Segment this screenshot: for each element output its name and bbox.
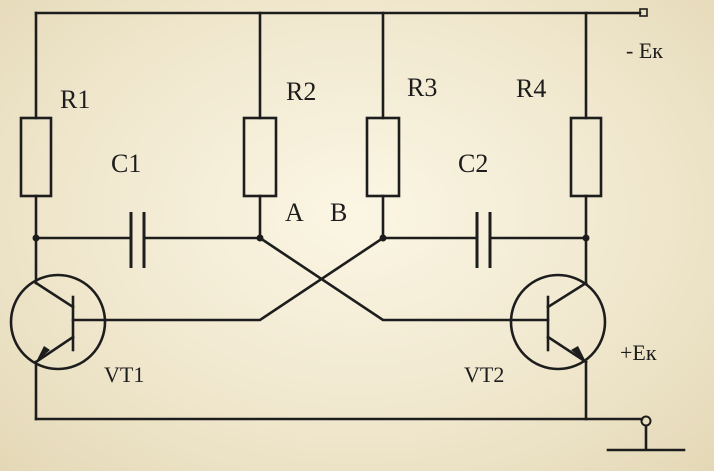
resistor-r1 bbox=[19, 116, 53, 198]
label-node-b: B bbox=[330, 198, 347, 227]
cross-coupling-wires bbox=[71, 236, 550, 322]
terminal-icon bbox=[639, 8, 648, 17]
label-node-a: A bbox=[285, 198, 304, 227]
resistor-leads-bottom bbox=[34, 194, 588, 240]
label-r2: R2 bbox=[286, 77, 316, 106]
resistor-r4 bbox=[569, 116, 603, 198]
label-c1: C1 bbox=[111, 149, 141, 178]
emitter-rail-bottom bbox=[34, 360, 644, 421]
label-r1: R1 bbox=[60, 85, 90, 114]
transistor-vt1 bbox=[9, 273, 107, 371]
resistor-leads-top bbox=[34, 11, 588, 120]
resistor-r3 bbox=[365, 116, 401, 198]
label-supply-neg: - Eк bbox=[626, 38, 663, 63]
label-vt2: VT2 bbox=[464, 362, 504, 387]
label-r4: R4 bbox=[516, 74, 546, 103]
resistor-r2 bbox=[242, 116, 278, 198]
label-c2: C2 bbox=[458, 149, 488, 178]
supply-rail-top bbox=[34, 8, 648, 17]
ground-icon bbox=[606, 415, 686, 452]
capacitor-c2 bbox=[381, 212, 588, 268]
transistor-vt2 bbox=[509, 273, 607, 371]
label-supply-pos: +Eк bbox=[620, 340, 657, 365]
label-r3: R3 bbox=[407, 73, 437, 102]
label-vt1: VT1 bbox=[104, 362, 144, 387]
capacitor-c1 bbox=[34, 212, 262, 268]
